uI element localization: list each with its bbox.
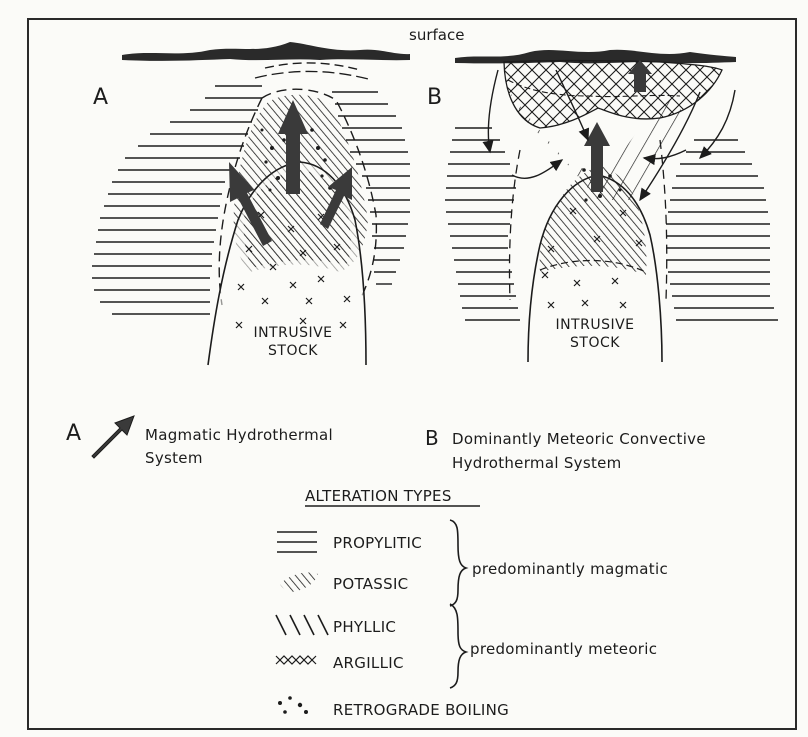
stock-label-a: INTRUSIVE STOCK (238, 326, 348, 358)
stock-label-a-line2: STOCK (238, 344, 348, 358)
system-a-line1: Magmatic Hydrothermal (145, 428, 333, 443)
legend-boiling-icon (278, 696, 308, 714)
legend-arrow-icon (92, 416, 134, 458)
panel-b-letter: B (427, 87, 442, 109)
legend-argillic-icon (276, 656, 316, 664)
propylitic-zone-b-left (445, 128, 520, 320)
system-a-line2: System (145, 451, 203, 466)
ground-surface (122, 42, 736, 63)
propylitic-zone-b-right (666, 140, 778, 320)
group-label-meteoric: predominantly meteoric (470, 642, 657, 657)
system-b-line1: Dominantly Meteoric Convective (452, 432, 706, 447)
legend-braces (450, 520, 466, 688)
legend-label-phyllic: PHYLLIC (333, 620, 396, 635)
system-a-letter: A (66, 423, 81, 445)
legend-potassic-icon (280, 572, 318, 592)
panel-a-diagram (92, 63, 410, 365)
panel-a-letter: A (93, 87, 108, 109)
surface-label: surface (409, 28, 464, 43)
legend-label-propylitic: PROPYLITIC (333, 536, 422, 551)
stock-label-b-line1: INTRUSIVE (540, 318, 650, 332)
stock-label-b-line2: STOCK (540, 336, 650, 350)
legend-title: ALTERATION TYPES (305, 489, 452, 504)
stock-label-a-line1: INTRUSIVE (238, 326, 348, 340)
legend-label-argillic: ARGILLIC (333, 656, 404, 671)
stock-label-b: INTRUSIVE STOCK (540, 318, 650, 350)
legend-phyllic-icon (276, 615, 328, 635)
system-b-letter: B (425, 428, 439, 448)
legend-propylitic-icon (277, 532, 317, 552)
system-b-line2: Hydrothermal System (452, 456, 622, 471)
group-label-magmatic: predominantly magmatic (472, 562, 668, 577)
legend-label-potassic: POTASSIC (333, 577, 408, 592)
legend-label-boiling: RETROGRADE BOILING (333, 703, 509, 718)
